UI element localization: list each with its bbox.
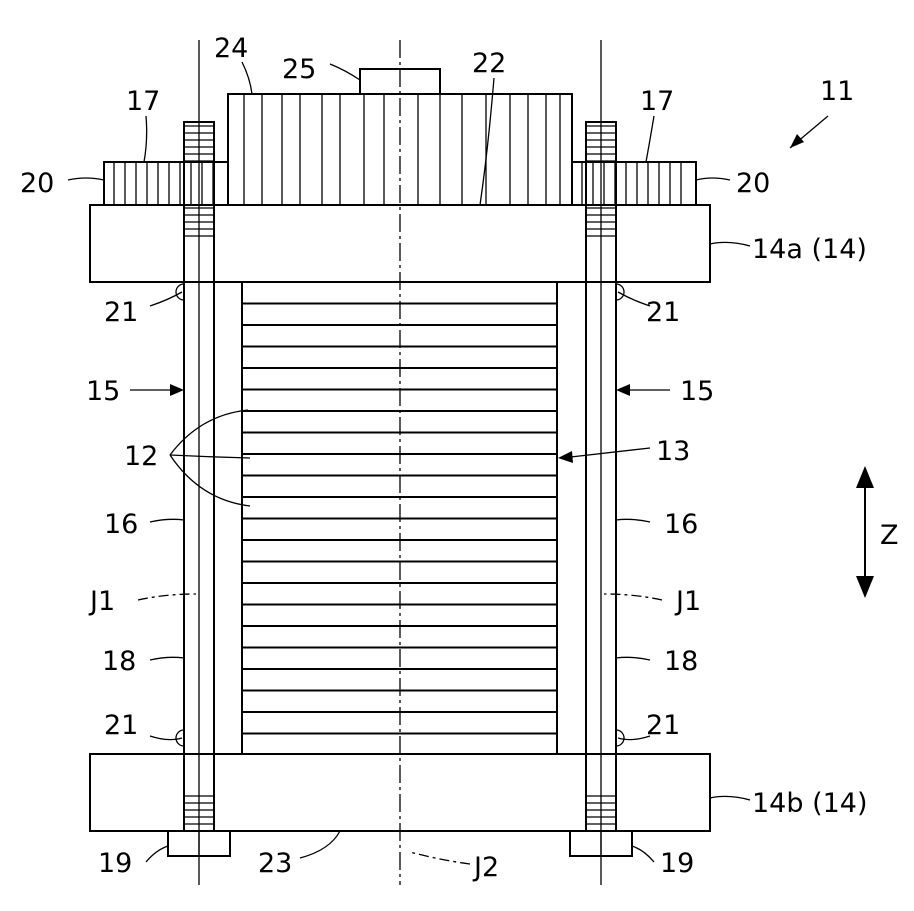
label-j1-right: J1 bbox=[674, 586, 701, 617]
label-14b: 14b (14) bbox=[752, 788, 868, 819]
label-25: 25 bbox=[282, 54, 316, 85]
label-21-lower-right: 21 bbox=[646, 710, 680, 741]
label-24: 24 bbox=[214, 33, 248, 64]
label-16-right: 16 bbox=[664, 509, 698, 540]
label-21-upper-left: 21 bbox=[104, 297, 138, 328]
label-20-right: 20 bbox=[736, 168, 770, 199]
label-19-right: 19 bbox=[660, 848, 694, 879]
right-small-gear bbox=[572, 162, 696, 205]
label-12: 12 bbox=[124, 441, 158, 472]
label-18-right: 18 bbox=[664, 646, 698, 677]
label-20-left: 20 bbox=[20, 168, 54, 199]
label-17-right: 17 bbox=[640, 86, 674, 117]
label-19-left: 19 bbox=[98, 848, 132, 879]
label-17-left: 17 bbox=[126, 86, 160, 117]
label-21-lower-left: 21 bbox=[104, 710, 138, 741]
label-j2: J2 bbox=[472, 852, 499, 883]
label-22: 22 bbox=[472, 48, 506, 79]
z-direction-arrow bbox=[856, 466, 874, 598]
label-14a: 14a (14) bbox=[752, 234, 867, 265]
label-15-left: 15 bbox=[86, 376, 120, 407]
label-13: 13 bbox=[656, 436, 690, 467]
label-23: 23 bbox=[258, 848, 292, 879]
label-11: 11 bbox=[820, 76, 854, 107]
label-18-left: 18 bbox=[102, 646, 136, 677]
left-small-gear bbox=[104, 162, 228, 205]
label-j1-left: J1 bbox=[88, 586, 115, 617]
label-z: Z bbox=[880, 520, 899, 551]
label-15-right: 15 bbox=[680, 376, 714, 407]
label-21-upper-right: 21 bbox=[646, 297, 680, 328]
label-16-left: 16 bbox=[104, 509, 138, 540]
